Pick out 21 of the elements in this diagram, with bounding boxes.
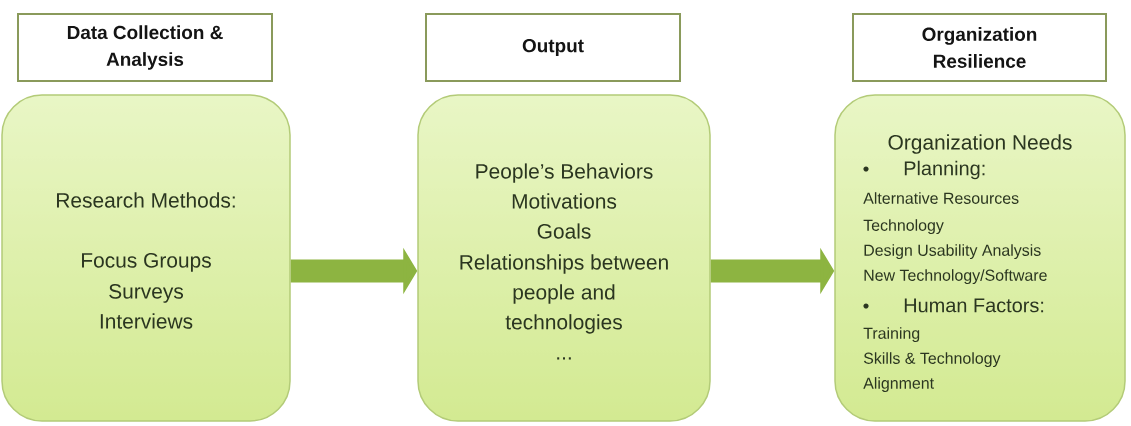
list-item: Training: [863, 327, 920, 343]
heading-text: Organization Needs: [888, 134, 1072, 154]
list-item: Design Usability Analysis: [864, 244, 1041, 260]
list-item: Goals: [537, 223, 591, 239]
list-item: Alternative Resources: [863, 192, 1019, 204]
list-item: New Technology/Software: [864, 269, 1047, 285]
ellipsis: ...: [557, 357, 571, 360]
list-item: Interviews: [100, 313, 193, 329]
list-item: Relationships between people and technologies: [460, 254, 668, 334]
list-item: People’s Behaviors: [476, 163, 653, 183]
header-box: Output: [425, 13, 681, 82]
header-box: Data Collection & Analysis: [17, 13, 273, 82]
bullet-heading: Planning:: [904, 160, 985, 180]
list-item: Surveys: [109, 283, 184, 303]
bullet-heading: Human Factors:: [904, 298, 1044, 313]
list-item: Skills & Technology Alignment: [863, 352, 1001, 392]
header-box: Organization Resilience: [852, 13, 1107, 82]
list-item: Focus Groups: [82, 252, 211, 272]
heading-text: Research Methods:: [57, 192, 235, 208]
list-item: Technology: [863, 219, 944, 235]
list-item: Motivations: [512, 193, 617, 209]
